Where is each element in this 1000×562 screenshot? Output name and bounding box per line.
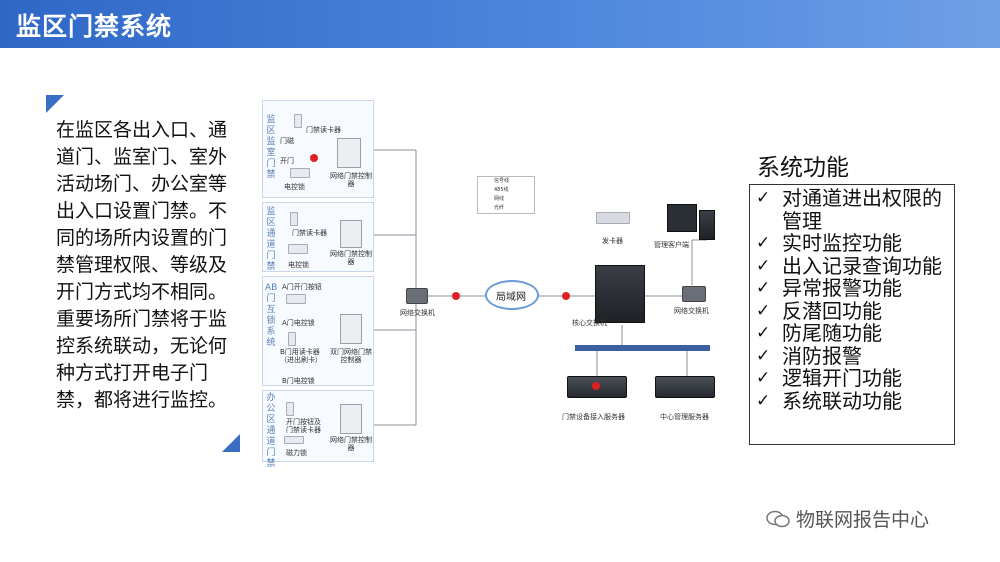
alarm-light-icon	[310, 154, 318, 162]
center-server-icon	[655, 376, 715, 398]
function-item: ✓ 消防报警	[756, 343, 950, 368]
device-label: 门禁读卡器	[292, 229, 327, 237]
device-label: 门禁读卡器	[306, 126, 341, 134]
legend-item: 485线	[494, 187, 509, 193]
legend-box: 信号线 485线 网线 光纤	[477, 176, 535, 214]
function-item-label: 出入记录查询功能	[782, 253, 942, 278]
function-item: ✓ 出入记录查询功能	[756, 253, 950, 278]
electric-lock-icon	[286, 294, 306, 304]
function-item-label: 系统联动功能	[782, 388, 902, 413]
door-controller-icon	[340, 314, 362, 344]
device-label: 网络门禁控制器	[330, 250, 372, 266]
function-item: ✓ 系统联动功能	[756, 388, 950, 413]
function-item-label: 对通道进出权限的管理	[782, 186, 942, 233]
corner-decoration-bottom-right	[222, 434, 240, 452]
check-icon: ✓	[756, 323, 771, 343]
device-label: B门电控锁	[282, 377, 315, 385]
watermark-text: 物联网报告中心	[796, 509, 930, 531]
check-icon: ✓	[756, 390, 771, 411]
zone-label: AB门互锁系统	[265, 283, 278, 348]
card-issuer-icon	[596, 212, 630, 224]
watermark: 物联网报告中心	[766, 505, 929, 532]
server-status-icon	[592, 382, 600, 390]
lan-cloud-icon	[485, 280, 539, 310]
electric-lock-icon	[290, 168, 310, 178]
door-controller-icon	[340, 404, 362, 434]
page-title: 监区门禁系统	[16, 12, 173, 41]
check-icon: ✓	[756, 255, 771, 276]
check-icon: ✓	[756, 278, 771, 298]
function-item-label: 消防报警	[782, 343, 862, 368]
functions-title: 系统功能	[757, 155, 849, 181]
card-reader-icon	[288, 332, 296, 346]
lan-label: 局域网	[496, 292, 526, 303]
legend-item: 网线	[494, 196, 505, 202]
card-reader-icon	[286, 402, 294, 416]
functions-box: ✓ 对通道进出权限的管理 ✓ 实时监控功能 ✓ 出入记录查询功能 ✓ 异常报警功能 ✓ 反潜回功能…	[749, 184, 955, 445]
zone-label: 办公区通道门禁	[266, 393, 276, 469]
magnetic-lock-icon	[284, 436, 304, 444]
title-bar: 监区门禁系统	[0, 0, 1000, 48]
device-label: 电控锁	[284, 183, 305, 191]
function-item-label: 反潜回功能	[782, 298, 882, 323]
function-item-label: 逻辑开门功能	[782, 366, 902, 390]
corner-decoration-top-left	[46, 95, 64, 113]
function-item: ✓ 异常报警功能	[756, 277, 950, 300]
function-item: ✓ 对通道进出权限的管理	[756, 187, 950, 232]
server-bus	[575, 345, 710, 351]
pc-tower-icon	[699, 210, 715, 240]
device-label: 网络门禁控制器	[330, 172, 372, 188]
electric-lock-icon	[288, 244, 308, 254]
device-label: B门用读卡器（进出刷卡）	[280, 348, 322, 364]
function-item: ✓ 防尾随功能	[756, 322, 950, 345]
legend-item: 光纤	[494, 205, 505, 211]
check-icon: ✓	[756, 233, 771, 253]
function-item: ✓ 逻辑开门功能	[756, 367, 950, 390]
device-label: 双门网络门禁控制器	[330, 348, 372, 364]
check-icon: ✓	[756, 368, 771, 388]
description-text: 在监区各出入口、通道门、监室门、室外活动场门、办公室等出入口设置门禁。不同的场所…	[56, 119, 228, 411]
zone-label: 监区监室门禁	[266, 115, 276, 180]
device-label: 门磁	[280, 137, 294, 145]
check-icon: ✓	[756, 300, 771, 321]
zone-label: 监区通道门禁	[266, 207, 276, 272]
device-label: 开门	[280, 157, 294, 165]
door-controller-icon	[340, 220, 362, 248]
device-label: 网络门禁控制器	[330, 436, 372, 452]
card-issuer-label: 发卡器	[602, 237, 623, 245]
function-item-label: 实时监控功能	[782, 231, 902, 255]
fiber-link-icon	[562, 292, 570, 300]
device-label: 电控锁	[288, 261, 309, 269]
center-server-label: 中心管理服务器	[660, 413, 709, 421]
function-item: ✓ 实时监控功能	[756, 232, 950, 255]
card-reader-icon	[290, 212, 298, 226]
function-item-label: 防尾随功能	[782, 321, 882, 345]
fiber-link-icon	[452, 292, 460, 300]
legend-item: 信号线	[494, 178, 510, 184]
network-switch-icon	[682, 286, 706, 302]
wechat-icon	[766, 510, 790, 528]
core-switch-label: 核心交换机	[572, 319, 607, 327]
device-label: A门电控锁	[282, 319, 315, 327]
switch-left-label: 网络交换机	[400, 309, 435, 317]
access-server-label: 门禁设备接入服务器	[562, 413, 625, 421]
device-label: A门开门按钮	[282, 283, 322, 291]
monitor-icon	[667, 204, 697, 232]
core-switch-icon	[595, 265, 645, 323]
device-label: 开门按钮及门禁读卡器	[286, 418, 321, 434]
check-icon: ✓	[756, 188, 771, 208]
door-controller-icon	[337, 138, 361, 168]
switch-right-label: 网络交换机	[674, 307, 709, 315]
card-reader-icon	[294, 114, 302, 128]
function-item-label: 异常报警功能	[782, 276, 902, 300]
device-label: 磁力锁	[286, 449, 307, 457]
mgmt-client-label: 管理客户端	[654, 241, 689, 249]
network-switch-icon	[406, 288, 428, 304]
check-icon: ✓	[756, 345, 771, 366]
function-item: ✓ 反潜回功能	[756, 298, 950, 323]
system-diagram: 监区监室门禁 门禁读卡器 门磁 开门 电控锁 网络门禁控制器 监区通道门禁 门禁…	[262, 100, 732, 470]
